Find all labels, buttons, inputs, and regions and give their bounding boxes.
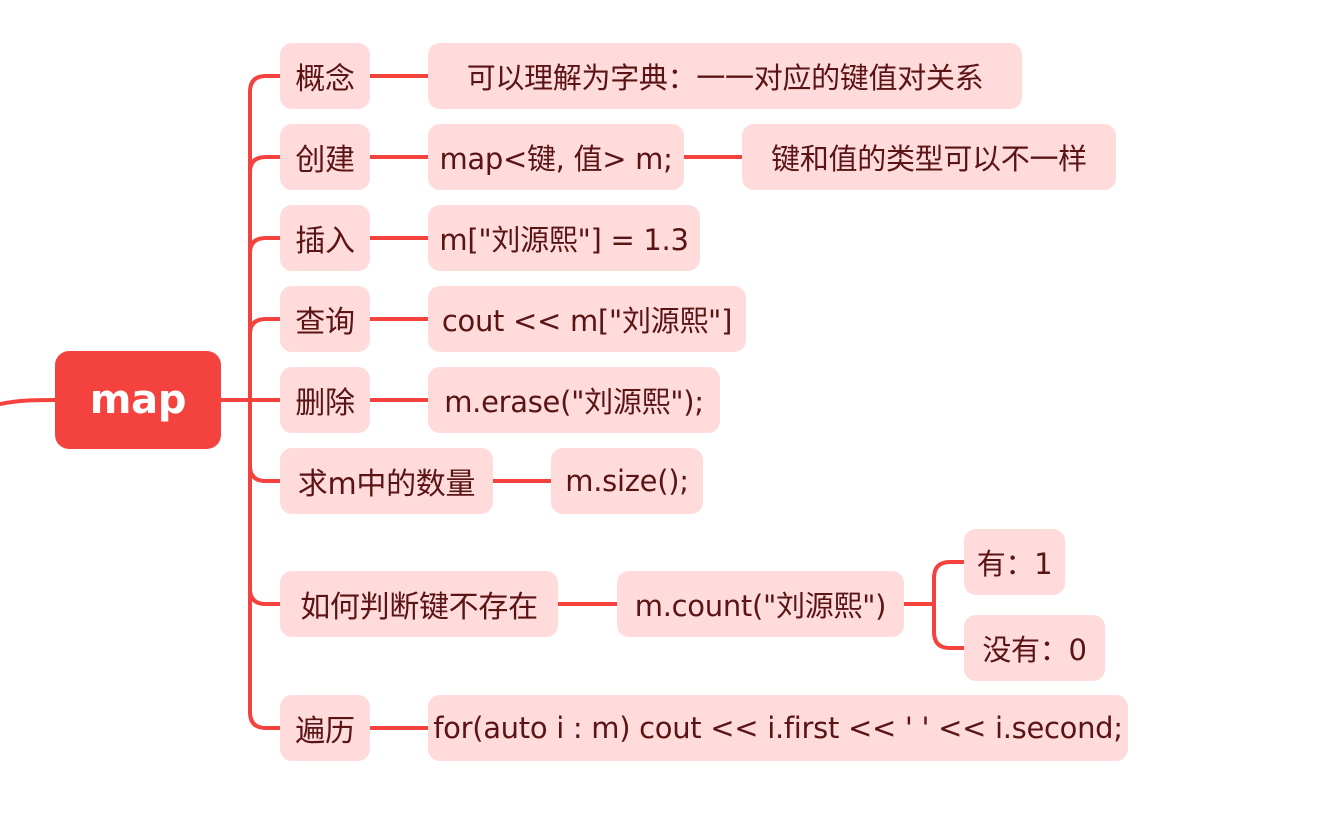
node-count-code[interactable]: m.count("刘源熙") [617, 571, 904, 637]
branch-stub-chuangjian [248, 155, 282, 174]
branch-node-shuliang[interactable]: 求m中的数量 [280, 448, 493, 514]
branch-node-charu[interactable]: 插入 [280, 205, 370, 271]
branch-node-shanchu[interactable]: 删除 [280, 367, 370, 433]
branch-node-chaxun[interactable]: 查询 [280, 286, 370, 352]
branch-stub-panduan [248, 587, 282, 606]
node-create-syntax[interactable]: map<键, 值> m; [428, 124, 684, 190]
root-incoming-line [0, 398, 58, 406]
link-count-fork [932, 560, 966, 650]
branch-stub-charu [248, 236, 282, 255]
branch-node-gainian[interactable]: 概念 [280, 43, 370, 109]
branch-node-bianli[interactable]: 遍历 [280, 695, 370, 761]
node-size-code[interactable]: m.size(); [551, 448, 703, 514]
node-traverse-code[interactable]: for(auto i : m) cout << i.first << ' ' <… [428, 695, 1128, 761]
node-count-yes[interactable]: 有：1 [964, 529, 1065, 595]
branch-node-chuangjian[interactable]: 创建 [280, 124, 370, 190]
root-node-map[interactable]: map [55, 351, 221, 449]
trunk-corner-bottom [248, 710, 282, 730]
node-erase-code[interactable]: m.erase("刘源熙"); [428, 367, 720, 433]
trunk-corner-top [248, 74, 282, 94]
node-gainian-desc[interactable]: 可以理解为字典：一一对应的键值对关系 [428, 43, 1022, 109]
node-count-no[interactable]: 没有：0 [964, 615, 1105, 681]
node-create-note[interactable]: 键和值的类型可以不一样 [742, 124, 1116, 190]
branch-node-panduan[interactable]: 如何判断键不存在 [280, 571, 558, 637]
node-query-code[interactable]: cout << m["刘源熙"] [428, 286, 746, 352]
node-insert-code[interactable]: m["刘源熙"] = 1.3 [428, 205, 700, 271]
branch-stub-shuliang [248, 464, 282, 483]
branch-stub-chaxun [248, 317, 282, 336]
